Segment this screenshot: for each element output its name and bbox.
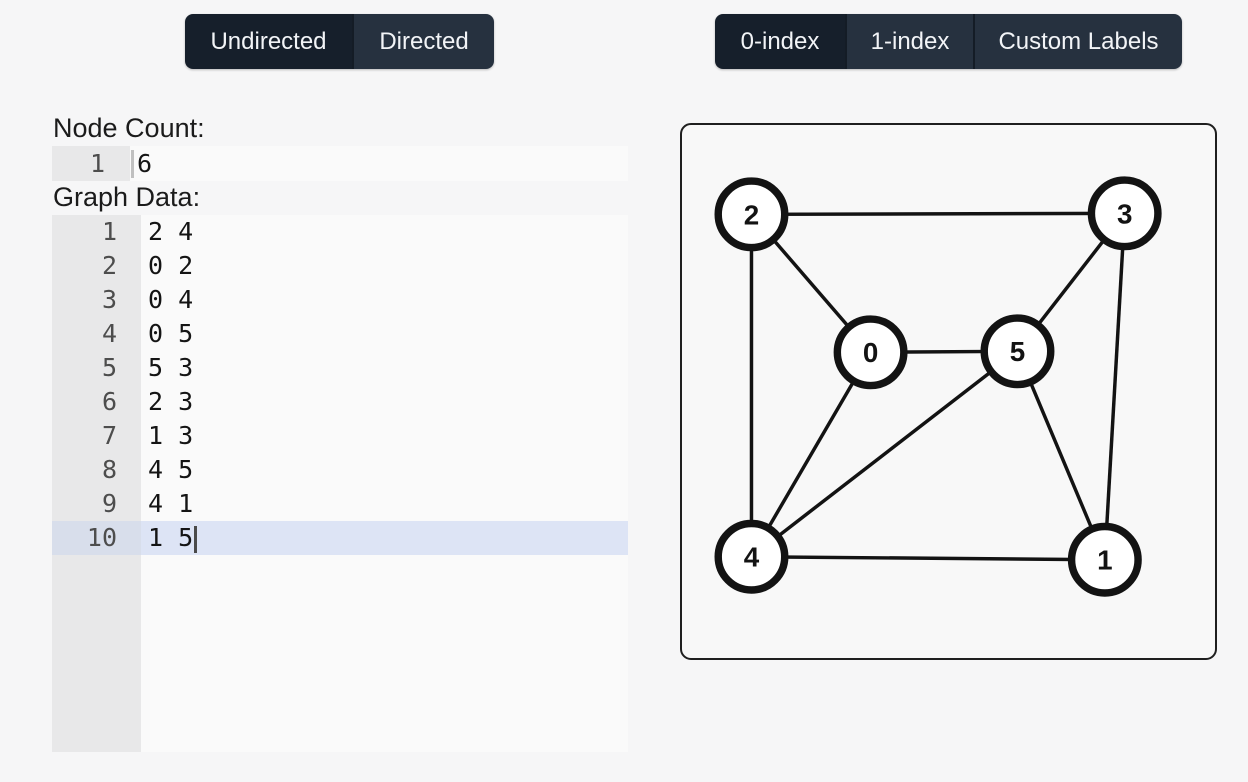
code-line-2[interactable]: 2 0 2 [52, 249, 628, 283]
edge-entry-text: 2 4 [148, 217, 194, 246]
index-mode-toggle-option-1-index[interactable]: 1-index [845, 14, 973, 69]
line-number: 3 [101, 285, 117, 314]
node-count-value[interactable]: 6 [137, 149, 153, 178]
line-number: 7 [101, 421, 117, 450]
graph-edge-2-3 [751, 211, 1125, 217]
text-cursor [194, 525, 198, 553]
graph-edge-1-5 [1015, 350, 1107, 561]
graph-node-4[interactable] [714, 519, 789, 594]
edge-entry-text: 0 2 [148, 251, 194, 280]
edge-mode-toggle-option-undirected[interactable]: Undirected [185, 14, 352, 69]
graph-node-5[interactable] [980, 314, 1055, 389]
line-number: 1 [101, 217, 117, 246]
code-line-7[interactable]: 7 1 3 [52, 419, 628, 453]
graph-edge-4-5 [750, 349, 1019, 559]
line-number: 9 [101, 489, 117, 518]
edge-entry[interactable]: 0 5 [141, 317, 628, 351]
edge-entry-text: 4 5 [148, 455, 194, 484]
edge-entry[interactable]: 4 1 [141, 487, 628, 521]
edge-mode-toggle-option-directed[interactable]: Directed [352, 14, 494, 69]
graph-edge-0-4 [749, 351, 873, 558]
line-number: 2 [101, 251, 117, 280]
edge-entry-text: 1 3 [148, 421, 194, 450]
edge-entry[interactable]: 0 4 [141, 283, 628, 317]
graph-node-2[interactable] [714, 177, 789, 252]
edge-entry-text: 2 3 [148, 387, 194, 416]
line-number: 6 [101, 387, 117, 416]
line-number: 5 [101, 353, 117, 382]
edge-entry[interactable]: 2 4 [141, 215, 628, 249]
edge-entry-text: 0 4 [148, 285, 194, 314]
index-mode-toggle-option-0-index[interactable]: 0-index [715, 14, 845, 69]
line-number: 4 [101, 319, 117, 348]
edge-entry[interactable]: 0 2 [141, 249, 628, 283]
node-count-label: Node Count: [53, 113, 205, 143]
code-line-1[interactable]: 1 2 4 [52, 215, 628, 249]
edge-entry[interactable]: 4 5 [141, 453, 628, 487]
code-line-5[interactable]: 5 5 3 [52, 351, 628, 385]
edge-entry[interactable]: 5 3 [141, 351, 628, 385]
graph-node-1[interactable] [1067, 522, 1142, 597]
edge-entry-text: 1 5 [148, 523, 194, 552]
code-line-8[interactable]: 8 4 5 [52, 453, 628, 487]
line-number-gutter [52, 215, 141, 752]
code-line-4[interactable]: 4 0 5 [52, 317, 628, 351]
index-mode-toggle-option-custom-labels[interactable]: Custom Labels [973, 14, 1182, 69]
graph-node-3[interactable] [1087, 176, 1162, 251]
edge-entry[interactable]: 2 3 [141, 385, 628, 419]
code-line-3[interactable]: 3 0 4 [52, 283, 628, 317]
line-number: 8 [101, 455, 117, 484]
code-line-6[interactable]: 6 2 3 [52, 385, 628, 419]
code-line-9[interactable]: 9 4 1 [52, 487, 628, 521]
node-count-editor[interactable]: 1 6 [52, 146, 628, 181]
graph-data-label: Graph Data: [53, 182, 201, 212]
graph-edge-1-3 [1103, 213, 1127, 560]
edge-entry-text: 4 1 [148, 489, 194, 518]
edge-entry[interactable]: 1 3 [141, 419, 628, 453]
inactive-text-cursor [131, 149, 134, 178]
graph-node-0[interactable] [833, 315, 908, 390]
graph-edge-4-1 [751, 555, 1105, 562]
node-count-line-number: 1 [52, 146, 130, 181]
edge-entry[interactable]: 1 5 [141, 521, 628, 555]
line-number: 10 [52, 521, 141, 555]
edge-entry-text: 5 3 [148, 353, 194, 382]
edge-entry-text: 0 5 [148, 319, 194, 348]
